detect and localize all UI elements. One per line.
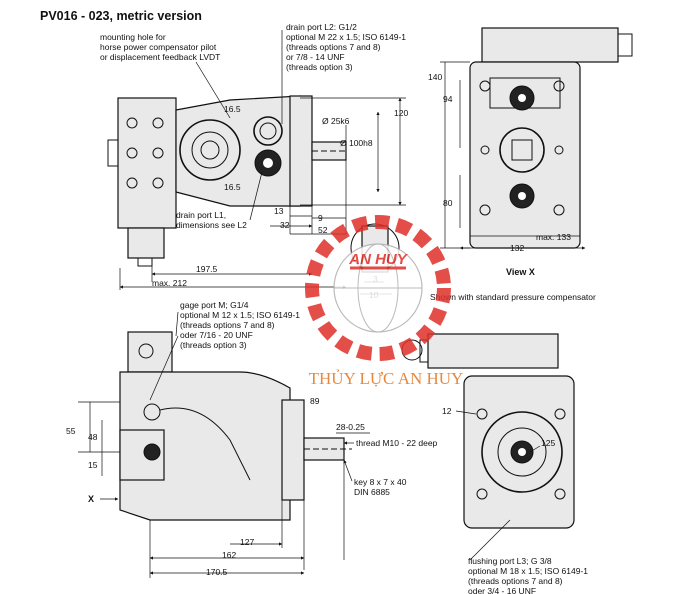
dim-170-5: 170.5 [206,567,228,577]
dim-13: 13 [274,206,284,216]
top-view: 120 Ø 100h8 Ø 25k6 16.5 16.5 13 9 32 52 … [107,30,408,290]
x-arrow-label: X [88,494,94,504]
dim-shaft-diameter: Ø 25k6 [322,116,350,126]
dim-125: 125 [541,438,555,448]
dim-28: 28-0.25 [336,422,365,432]
dim-94: 94 [443,94,453,104]
front-compensator [427,333,559,369]
page-title: PV016 - 023, metric version [40,9,202,23]
dim-max-212: max. 212 [152,278,187,288]
dim-140: 140 [428,72,442,82]
dim-89: 89 [310,396,320,406]
dim-52: 52 [318,225,328,235]
view-x-label: View X [506,267,535,277]
dim-max-133: max. 133 [536,232,571,242]
dim-15: 15 [88,460,98,470]
mounting-flange [289,95,313,207]
front-flange-circle [481,411,563,493]
callout-drain-l1-text: drain port L1,dimensions see L2 [176,210,247,230]
dim-flange-diameter: Ø 100h8 [340,138,373,148]
pilot-port-circle [179,119,241,181]
side-flange [281,399,305,501]
dim-16-5-bottom: 16.5 [224,182,241,192]
watermark-text: THỦY LỰC AN HUY [309,369,464,388]
an-huy-watermark-logo: AN HUY [305,215,451,361]
dim-197-5: 197.5 [196,264,218,274]
dim-55: 55 [66,426,76,436]
dim-16-5-top: 16.5 [224,104,241,114]
dim-32: 32 [280,220,290,230]
compensator-top [481,27,619,63]
dim-120: 120 [394,108,408,118]
dim-48: 48 [88,432,98,442]
note-standard-compensator: Shown with standard pressure compensator [430,292,596,302]
dim-80: 80 [443,198,453,208]
dim-162: 162 [222,550,236,560]
compensator-pilot [127,227,165,259]
compensator-block [117,97,177,229]
dim-132: 132 [510,243,524,253]
port-circle-middle [499,127,545,173]
side-view: 55 48 15 X 89 28-0.25 thread M10 - 22 de… [66,311,438,578]
dim-12: 12 [442,406,452,416]
view-x: 140 94 80 max. 133 132 View X [428,27,633,277]
dim-127: 127 [240,537,254,547]
thread-note: thread M10 - 22 deep [356,438,438,448]
gage-block [127,331,173,373]
ml-drainl1-lines: drain port L1,dimensions see L2 [176,210,247,230]
watermark-brand: AN HUY [348,251,408,268]
drain-port-l2 [253,116,283,146]
front-view: 12 125 [401,333,575,561]
